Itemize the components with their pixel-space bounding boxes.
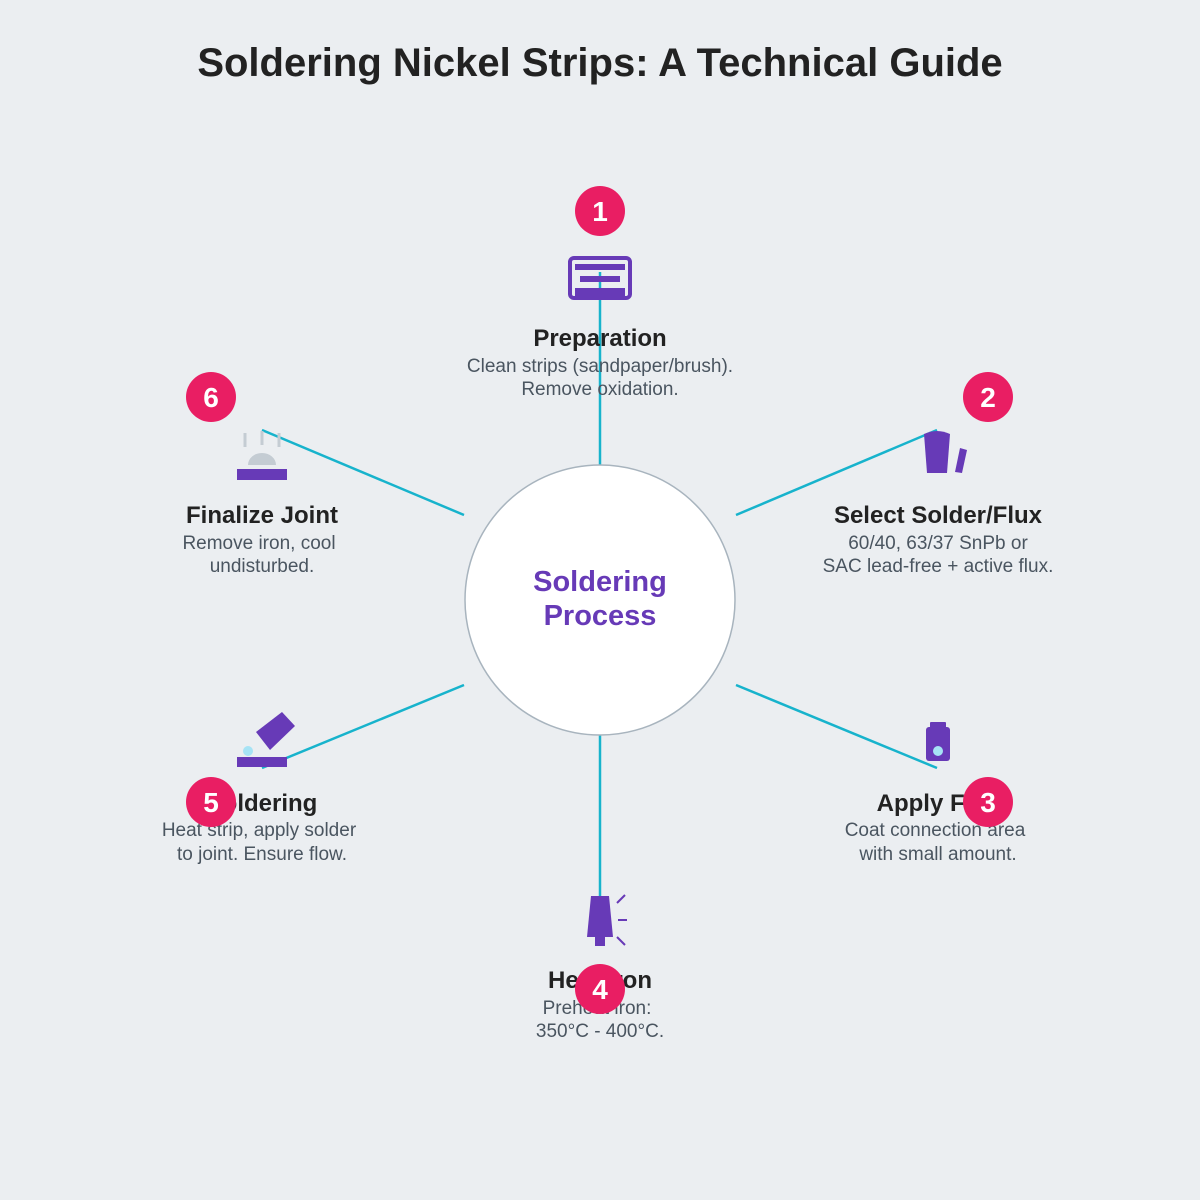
- step-badge-2: 2: [963, 372, 1013, 422]
- step-3-desc-line2: with small amount.: [858, 844, 1016, 865]
- step-2-desc-line1: 60/40, 63/37 SnPb or: [848, 533, 1028, 554]
- step-5-desc-line1: Heat strip, apply solder: [162, 820, 357, 841]
- flux-bottle-icon: [926, 722, 950, 761]
- cleaning-brush-icon: [568, 256, 632, 300]
- step-badge-1-number: 1: [592, 196, 608, 227]
- step-1-desc-line1: Clean strips (sandpaper/brush).: [467, 356, 733, 377]
- step-6-title: Finalize Joint: [186, 502, 338, 529]
- step-badge-3: 3: [963, 777, 1013, 827]
- step-6-desc-line2: undisturbed.: [210, 556, 315, 577]
- step-badge-5: 5: [186, 777, 236, 827]
- step-badge-6: 6: [186, 372, 236, 422]
- step-2: Select Solder/Flux 60/40, 63/37 SnPb or …: [823, 502, 1054, 577]
- step-6-desc-line1: Remove iron, cool: [182, 533, 335, 554]
- center-label-line2: Process: [544, 600, 657, 632]
- cooling-joint-icon: [237, 431, 287, 480]
- connector-line-6: [261, 428, 465, 517]
- connector-line-5: [261, 683, 465, 770]
- step-1-title: Preparation: [533, 325, 666, 352]
- step-badge-6-number: 6: [203, 382, 219, 413]
- step-badge-5-number: 5: [203, 787, 219, 818]
- soldering-iron-icon: [587, 894, 627, 946]
- connector-line-3: [735, 683, 938, 770]
- step-2-desc-line2: SAC lead-free + active flux.: [823, 556, 1054, 577]
- step-4-desc-line2: 350°C - 400°C.: [536, 1021, 664, 1042]
- connector-lines: [261, 272, 938, 920]
- center-hub: Soldering Process: [464, 464, 736, 736]
- step-2-title: Select Solder/Flux: [834, 502, 1043, 529]
- solder-spool-icon: [924, 431, 967, 473]
- step-1-desc-line2: Remove oxidation.: [521, 379, 678, 400]
- step-badge-4-number: 4: [592, 974, 608, 1005]
- step-badge-4: 4: [575, 964, 625, 1014]
- step-badge-3-number: 3: [980, 787, 996, 818]
- step-6: Finalize Joint Remove iron, cool undistu…: [182, 502, 338, 577]
- step-5-desc-line2: to joint. Ensure flow.: [177, 844, 347, 865]
- step-1: Preparation Clean strips (sandpaper/brus…: [467, 325, 733, 400]
- solder-joint-icon: [237, 712, 295, 767]
- page-title: Soldering Nickel Strips: A Technical Gui…: [197, 41, 1002, 85]
- center-label-line1: Soldering: [533, 566, 667, 598]
- step-badge-1: 1: [575, 186, 625, 236]
- connector-line-2: [735, 428, 938, 517]
- step-badge-2-number: 2: [980, 382, 996, 413]
